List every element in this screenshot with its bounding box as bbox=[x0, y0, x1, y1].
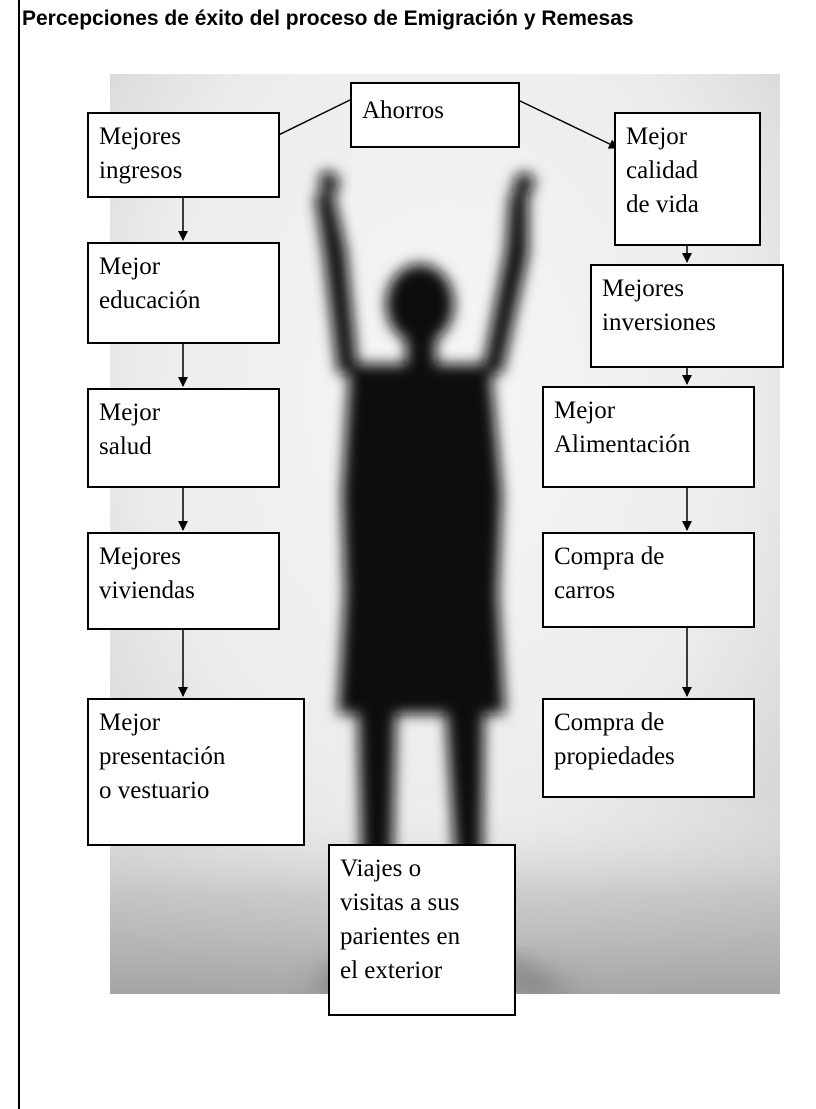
node-compra-de-carros: Compra de carros bbox=[542, 532, 755, 628]
silhouette-figure bbox=[315, 171, 535, 954]
page-left-border bbox=[18, 0, 20, 1109]
node-mejores-ingresos: Mejores ingresos bbox=[87, 112, 280, 198]
node-mejor-salud: Mejor salud bbox=[87, 388, 280, 488]
node-mejor-presentacion: Mejor presentación o vestuario bbox=[87, 698, 305, 846]
node-ahorros: Ahorros bbox=[350, 82, 520, 148]
node-mejores-viviendas: Mejores viviendas bbox=[87, 532, 280, 630]
page-title: Percepciones de éxito del proceso de Emi… bbox=[22, 7, 634, 30]
node-mejor-alimentacion: Mejor Alimentación bbox=[542, 386, 755, 488]
node-mejor-educacion: Mejor educación bbox=[87, 242, 280, 344]
node-viajes-o-visitas: Viajes o visitas a sus parientes en el e… bbox=[328, 844, 516, 1016]
node-mejores-inversiones: Mejores inversiones bbox=[590, 264, 784, 368]
node-compra-de-propiedades: Compra de propiedades bbox=[542, 698, 755, 798]
node-mejor-calidad-de-vida: Mejor calidad de vida bbox=[614, 112, 761, 246]
